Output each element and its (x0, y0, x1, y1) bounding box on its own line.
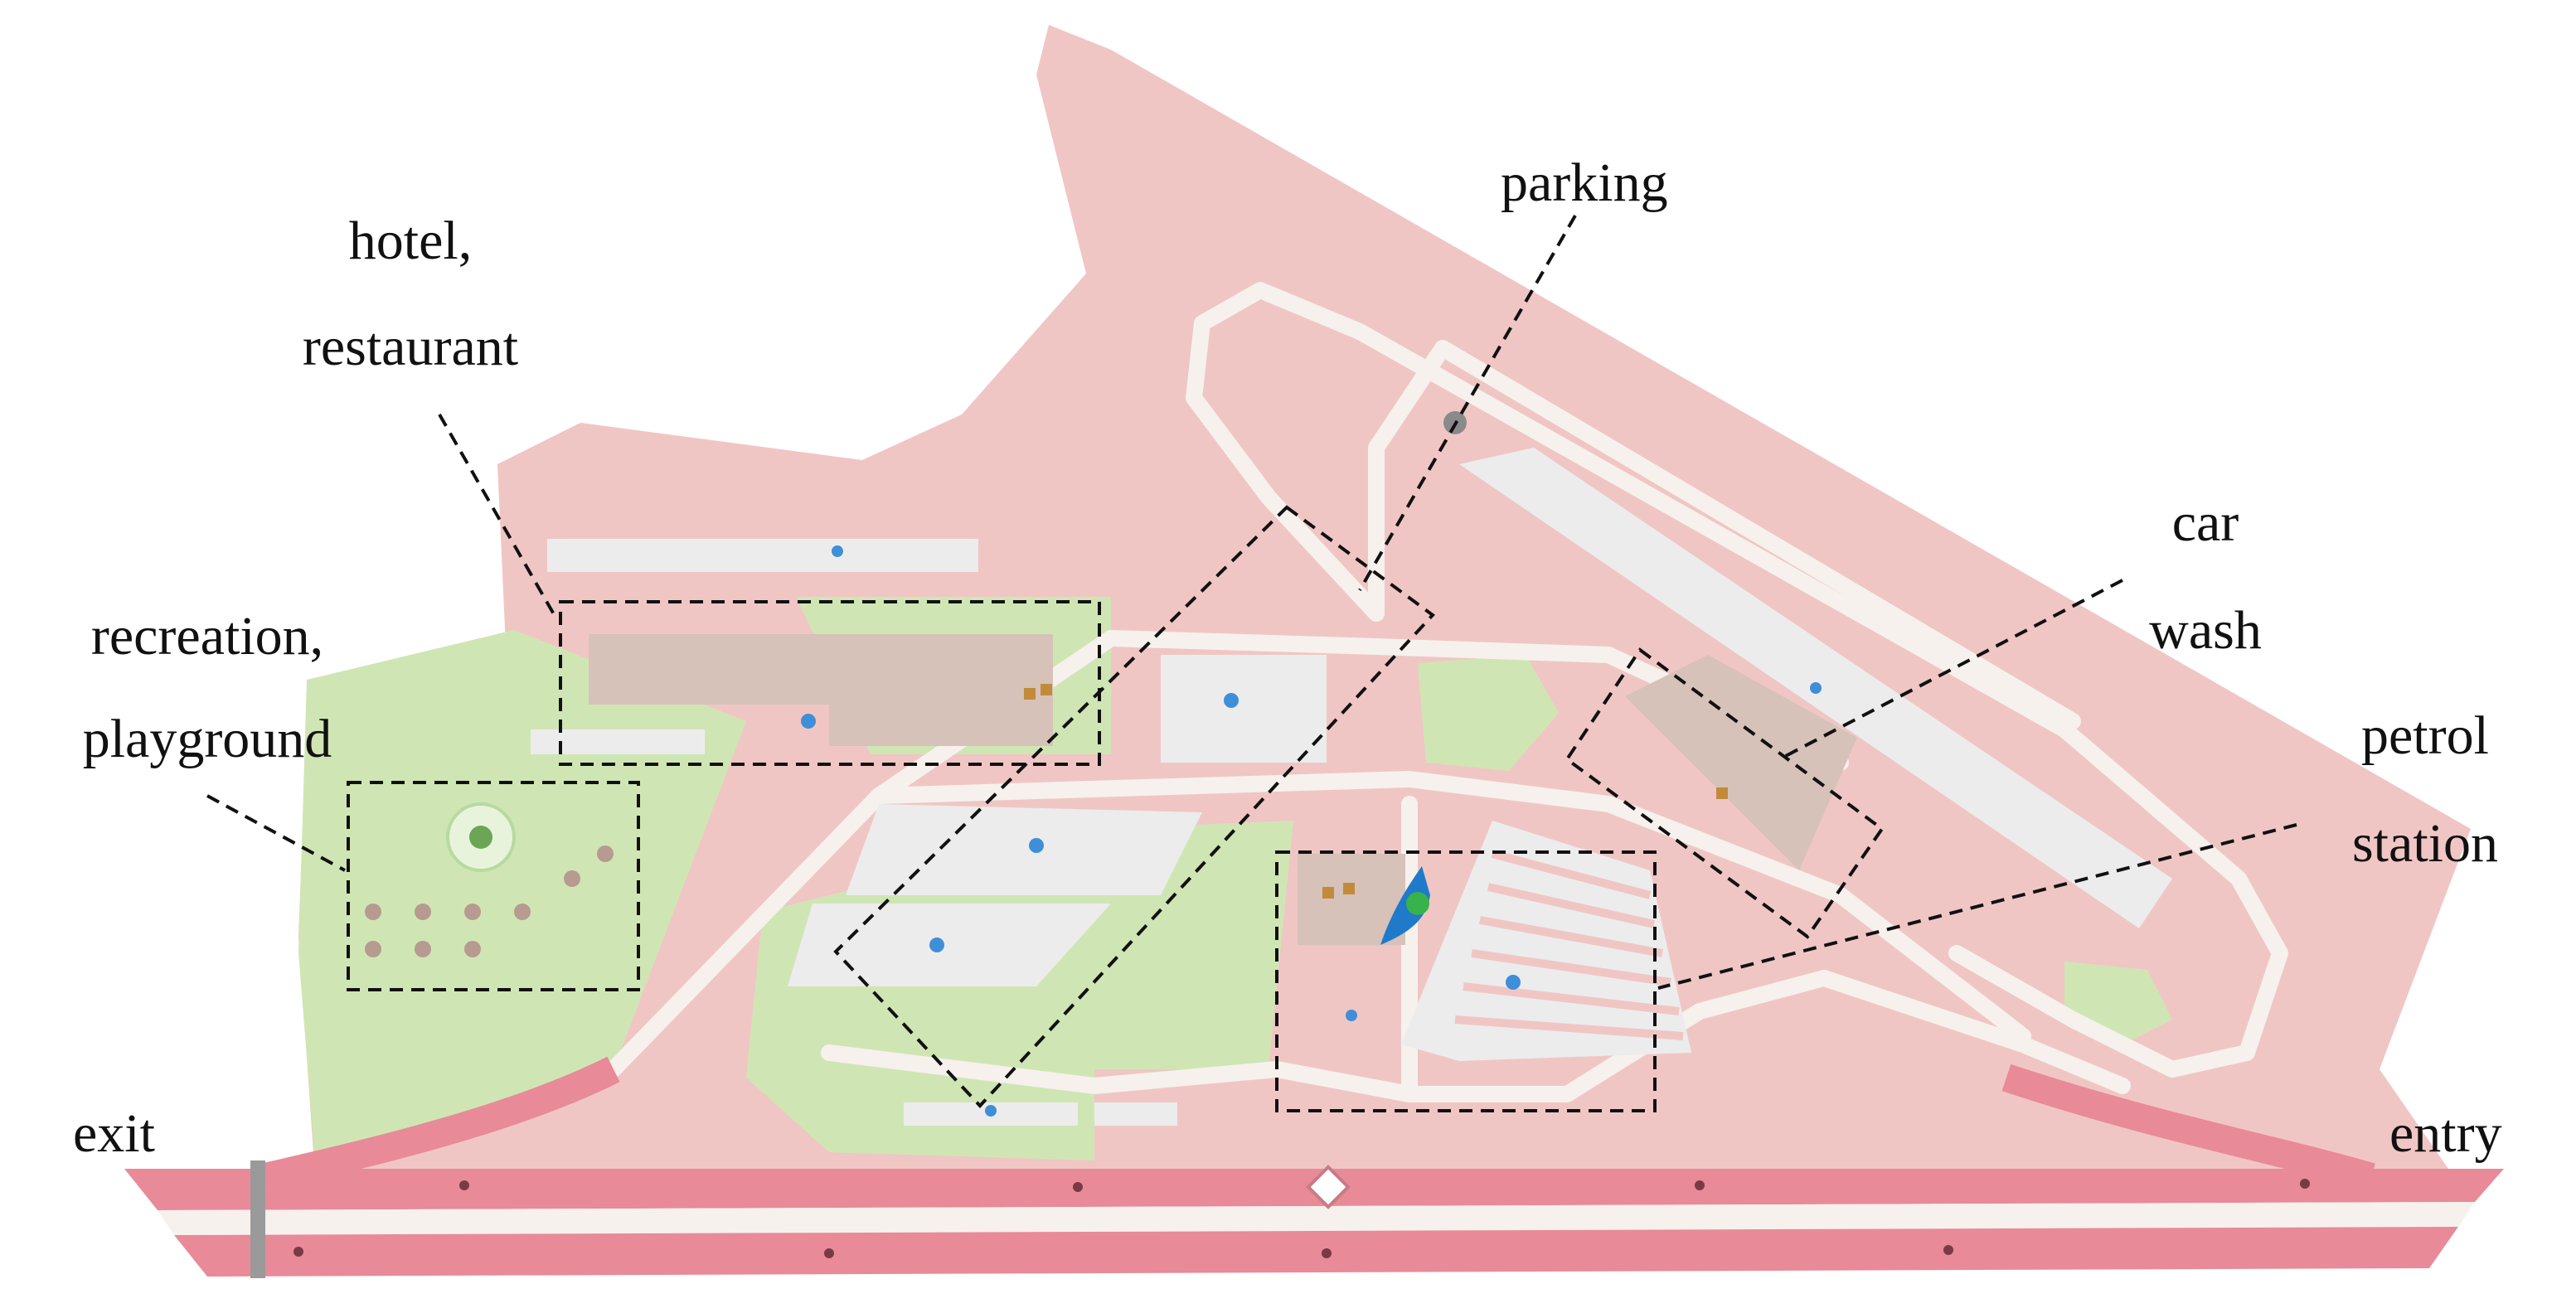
parking-callout-box (833, 505, 1435, 1108)
internal-roads (605, 282, 2288, 1102)
green-patch-center (1418, 655, 1559, 771)
parking-lot-west (531, 729, 705, 754)
parking-icon (1346, 1010, 1357, 1021)
parking-icon (1810, 682, 1822, 694)
road-outer-loop (1186, 282, 2288, 1078)
hotel-leader (438, 414, 559, 621)
parking-icon (929, 938, 944, 952)
callout-boxes (347, 505, 1885, 1112)
label-entry: entry (2389, 1107, 2502, 1161)
parking-lot-bottom-2 (1094, 1102, 1177, 1126)
direction-arrow-icon (824, 1248, 834, 1258)
label-petrol-line1: petrol (2361, 705, 2489, 766)
label-parking-text: parking (1501, 153, 1668, 213)
direction-arrow-icon (1695, 1180, 1705, 1190)
recreation-callout-box (347, 781, 640, 991)
label-petrol-station: petrol station (2305, 709, 2545, 871)
parking-lot-center (1161, 655, 1327, 763)
petrol-callout-box (1275, 850, 1657, 1112)
parking-markers (801, 545, 1822, 1117)
overpass-bridge (250, 1160, 265, 1278)
direction-arrow-icon (1943, 1245, 1953, 1255)
parking-icon (985, 1105, 997, 1117)
road-south (821, 1044, 1418, 1102)
direction-arrow-icon (1073, 1182, 1083, 1192)
entry-ramp (2001, 1063, 2375, 1191)
car-wash-callout-box (1565, 647, 1885, 939)
parking-icon (1506, 975, 1521, 990)
parking-icon (1224, 693, 1239, 708)
label-recreation-line2: playground (82, 709, 332, 769)
fuel-icon (1380, 866, 1430, 945)
road-inner-loop (1368, 340, 2081, 729)
parking-lot-south-2 (788, 904, 1111, 986)
highway-median (158, 1202, 2475, 1235)
label-car-wash: car wash (2106, 496, 2305, 658)
highway-lane-south (174, 1227, 2458, 1277)
road-west (605, 630, 1849, 1078)
hotel-callout-box (559, 600, 1101, 766)
road-cross-link (871, 771, 2031, 1044)
parking-lot-north (547, 539, 978, 572)
label-hotel-line1: hotel, (348, 211, 473, 271)
parking-leader (1358, 215, 1577, 591)
parking-icon (832, 545, 843, 557)
highway-shield-icon (1306, 1165, 1351, 1209)
highway (124, 1056, 2504, 1278)
picnic-spots (365, 845, 614, 957)
petrol-leader (1657, 823, 2297, 990)
label-recreation-playground: recreation, playground (25, 609, 390, 767)
direction-arrows (293, 1179, 2310, 1258)
direction-arrow-icon (293, 1247, 303, 1257)
parking-icon (1029, 838, 1044, 853)
direction-arrow-icon (459, 1180, 469, 1190)
road-petrol (1401, 796, 1832, 1102)
parking-lot-south-1 (846, 804, 1202, 895)
recreation-leader (206, 794, 346, 872)
direction-arrow-icon (1322, 1248, 1332, 1258)
label-hotel-restaurant: hotel, restaurant (249, 214, 572, 375)
label-recreation-line1: recreation, (90, 606, 324, 666)
callout-leaders (206, 215, 2297, 990)
parking-icon (801, 714, 816, 729)
label-hotel-line2: restaurant (302, 317, 519, 377)
label-car-line2: wash (2149, 600, 2262, 661)
exit-ramp (262, 1056, 620, 1191)
truck-bay-stripes (1454, 850, 1684, 1040)
label-exit-text: exit (73, 1103, 155, 1164)
label-car-line1: car (2171, 492, 2239, 553)
label-entry-text: entry (2389, 1103, 2502, 1164)
hotel-restaurant-building (589, 634, 1053, 746)
label-petrol-line2: station (2352, 813, 2498, 874)
label-parking: parking (1501, 156, 1668, 211)
road-east-link (1816, 970, 2131, 1094)
playground-icon (446, 802, 516, 872)
label-exit: exit (73, 1107, 155, 1161)
direction-arrow-icon (2300, 1179, 2310, 1189)
car-wash-building (1625, 655, 1857, 870)
